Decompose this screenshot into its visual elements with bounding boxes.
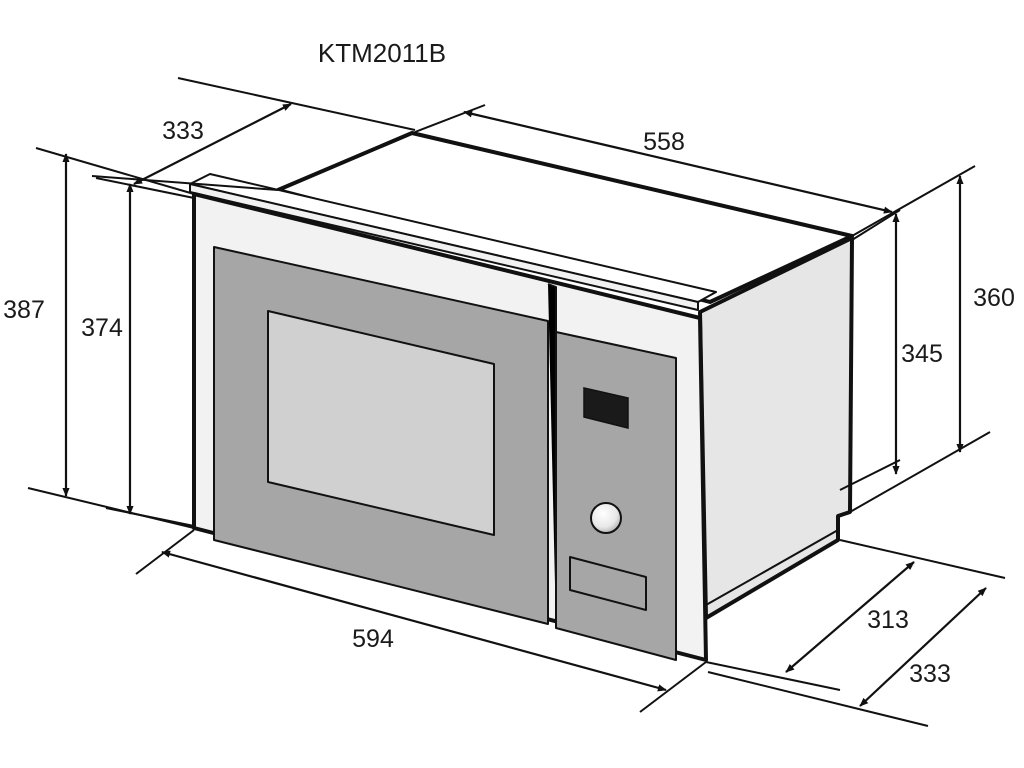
label-right-outer-height: 360 (973, 284, 1015, 312)
dim-line-top-depth (133, 103, 292, 185)
control-knob (590, 502, 622, 534)
dim-line-bottom-inner (785, 561, 915, 673)
body-side-step (705, 529, 839, 606)
extension-lines (27, 77, 1006, 727)
dimension-lines (62, 103, 987, 707)
dim-line-top-width (463, 110, 893, 214)
label-left-outer-height: 387 (3, 296, 45, 324)
door-window (267, 310, 495, 536)
label-front-width: 594 (352, 625, 394, 653)
dim-line-front-width (161, 550, 667, 692)
model-title: KTM2011B (318, 38, 446, 68)
trim-front (189, 183, 699, 311)
control-panel (555, 331, 677, 661)
front-trim (189, 173, 717, 311)
label-left-inner-height: 374 (81, 314, 123, 342)
label-bottom-outer-depth: 333 (909, 660, 951, 688)
front-frame (192, 192, 708, 662)
label-bottom-inner-depth: 313 (867, 606, 909, 634)
dimension-labels: KTM2011B 333 558 387 374 345 360 594 313… (3, 38, 1015, 688)
display-screen (583, 387, 629, 429)
label-top-depth: 333 (162, 117, 204, 145)
label-top-width: 558 (643, 128, 685, 156)
dim-line-bottom-outer (859, 587, 987, 707)
label-right-inner-height: 345 (901, 340, 943, 368)
